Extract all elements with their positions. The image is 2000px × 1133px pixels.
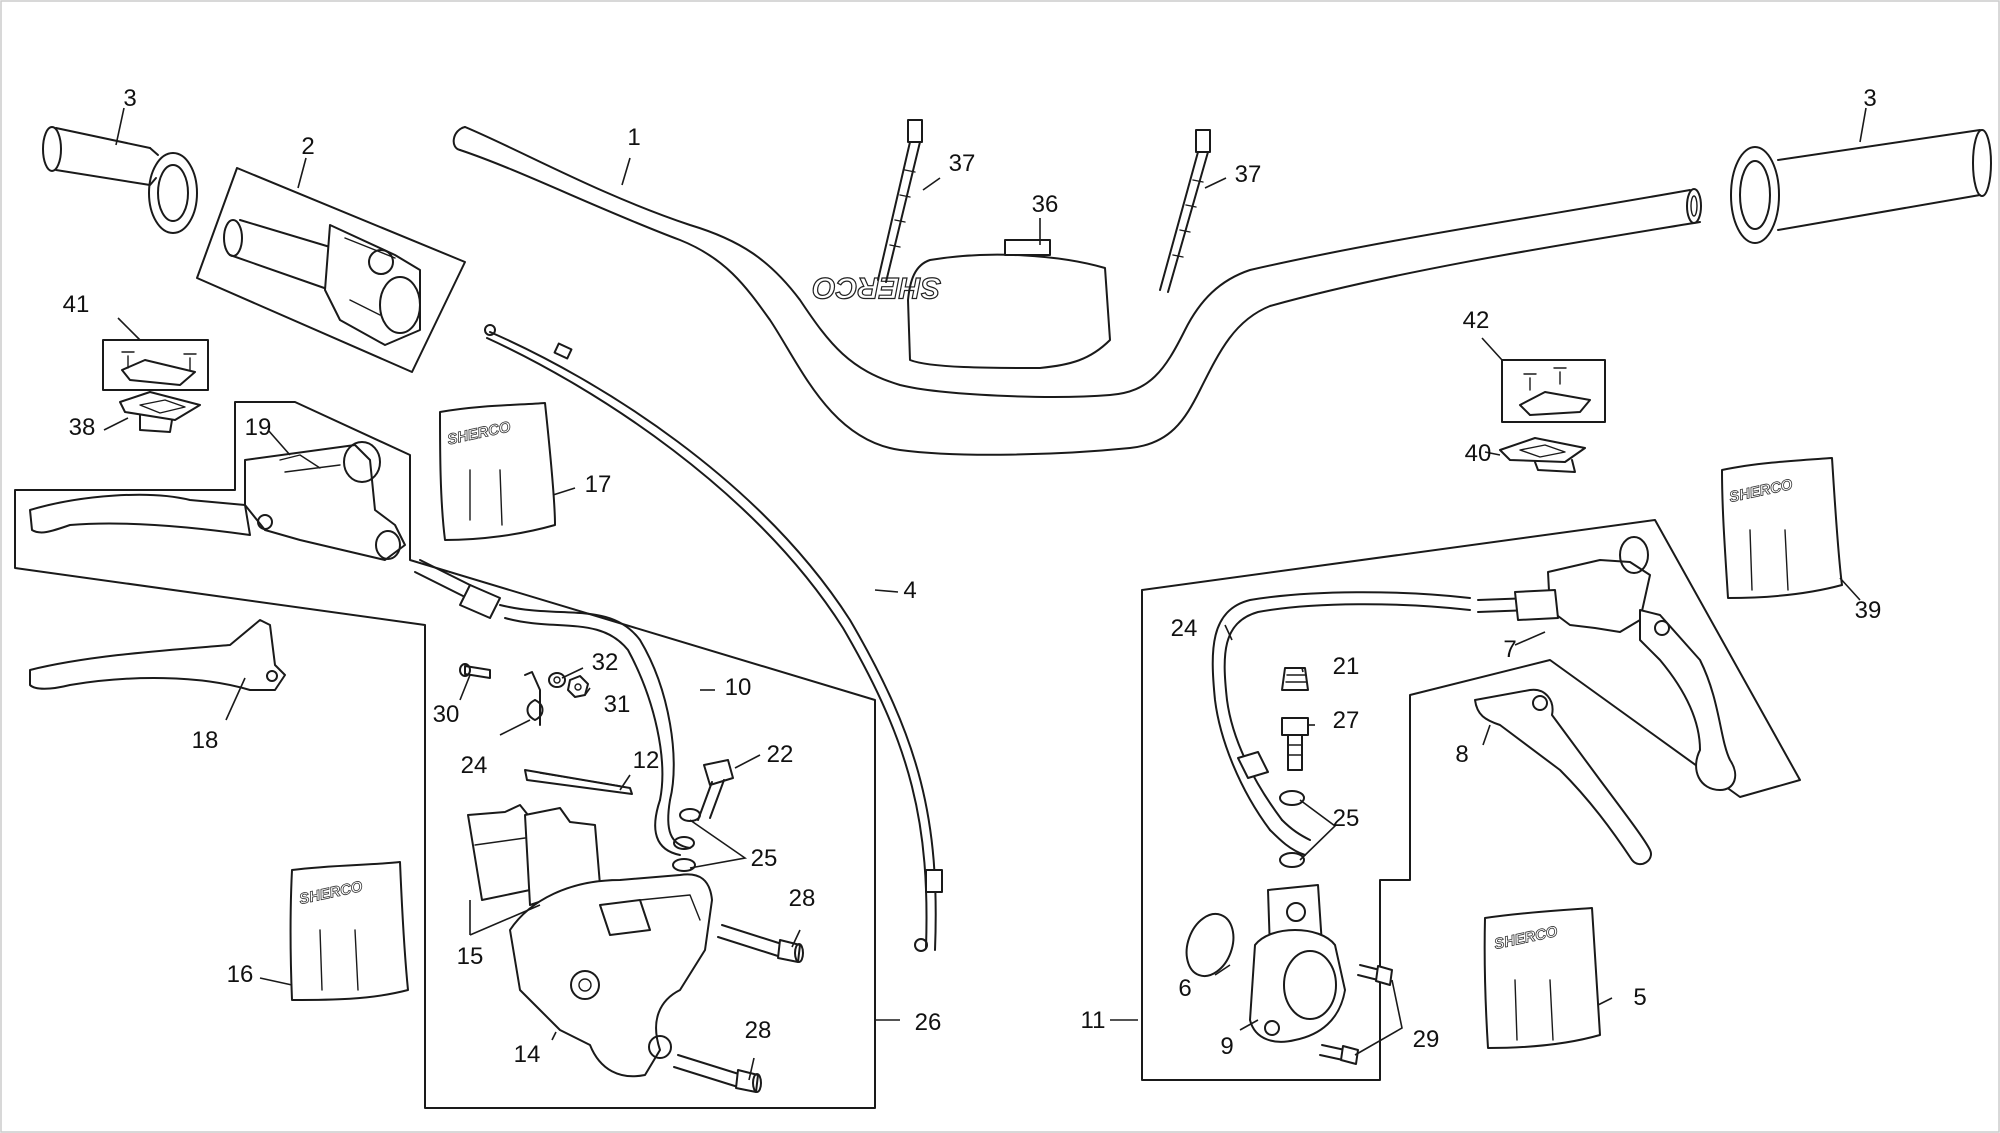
callout-1: 1 (627, 124, 640, 151)
o-ring-part-6 (1185, 913, 1235, 977)
left-master-cylinder-group-box (14, 401, 876, 1109)
brake-pads-part-15 (467, 804, 601, 906)
screw-part-29-upper (1357, 964, 1393, 986)
callout-37-right: 37 (1235, 161, 1262, 188)
callout-10: 10 (725, 674, 752, 701)
callout-42: 42 (1463, 307, 1490, 334)
piston-housing-part-9 (1249, 884, 1346, 1043)
callout-labels: 3 2 3 1 37 37 36 41 38 19 17 4 18 30 32 … (63, 85, 1882, 1068)
reservoir-cap-kit-part-41 (102, 339, 209, 391)
callout-30: 30 (433, 701, 460, 728)
callout-29: 29 (1413, 1026, 1440, 1053)
left-grip-part-3 (42, 126, 198, 234)
callout-38: 38 (69, 414, 96, 441)
bar-pad-part-36: SHERCO (812, 239, 1111, 369)
callout-18: 18 (192, 727, 219, 754)
callout-4: 4 (903, 577, 916, 604)
callout-22: 22 (767, 741, 794, 768)
lever-part-8 (1474, 688, 1652, 866)
callout-8: 8 (1455, 741, 1468, 768)
callout-19: 19 (245, 414, 272, 441)
sealing-washers-part-25-right (1279, 790, 1305, 868)
parts-bag-part-17: SHERCO (439, 402, 556, 541)
callout-37-left: 37 (949, 150, 976, 177)
callout-24: 24 (1171, 615, 1198, 642)
lever-part-18 (29, 619, 286, 691)
callout-26: 26 (915, 1009, 942, 1036)
callout-28-lower: 28 (745, 1017, 772, 1044)
callout-6: 6 (1178, 975, 1191, 1002)
callout-31: 31 (604, 691, 631, 718)
callout-32: 32 (592, 649, 619, 676)
brake-caliper-part-14 (509, 873, 713, 1078)
master-cylinder-part-19 (29, 441, 406, 561)
callout-25-right: 25 (1333, 805, 1360, 832)
spring-part-23 (524, 671, 544, 726)
pin-part-12 (524, 769, 633, 795)
callout-5: 5 (1633, 984, 1646, 1011)
throttle-cable-part-4 (484, 324, 943, 952)
callout-25-left: 25 (751, 845, 778, 872)
washer-part-32 (548, 672, 566, 688)
sealing-washers-part-25-left (672, 808, 701, 872)
callout-40: 40 (1465, 440, 1492, 467)
handlebar-part-1 (452, 126, 1702, 456)
callout-23: 24 (461, 752, 488, 779)
callout-11: 11 (1081, 1007, 1106, 1034)
right-master-cylinder-group-box (1141, 519, 1801, 1081)
callout-17: 17 (585, 471, 612, 498)
callout-27: 27 (1333, 707, 1360, 734)
callout-16: 16 (227, 961, 254, 988)
callout-21: 21 (1333, 653, 1360, 680)
leader-lines (103, 107, 1867, 1081)
callout-39: 39 (1855, 597, 1882, 624)
caliper-bolt-part-28-upper (717, 924, 804, 963)
banjo-bolt-part-22 (697, 759, 734, 821)
bar-pad-brand-text: SHERCO (813, 271, 941, 304)
parts-bag-part-39: SHERCO (1721, 457, 1843, 599)
throttle-assembly-part-2 (196, 167, 466, 373)
reservoir-cap-kit-part-42 (1501, 359, 1606, 423)
parts-bag-part-16: SHERCO (289, 861, 409, 1001)
reservoir-gasket-part-38 (119, 391, 201, 433)
callout-28-upper: 28 (789, 885, 816, 912)
master-cylinder-part-7 (1477, 536, 1737, 791)
callout-12: 12 (633, 747, 660, 774)
callout-3-right: 3 (1863, 85, 1876, 112)
zip-tie-left-part-37 (877, 119, 923, 283)
parts-bag-part-5: SHERCO (1483, 907, 1601, 1049)
callout-15: 15 (457, 943, 484, 970)
callout-36: 36 (1032, 191, 1059, 218)
callout-9: 9 (1220, 1033, 1233, 1060)
callout-2: 2 (301, 133, 314, 160)
callout-14: 14 (514, 1041, 541, 1068)
callout-3-left: 3 (123, 85, 136, 112)
caliper-bolt-part-28-lower (673, 1054, 762, 1093)
callout-41: 41 (63, 291, 90, 318)
bleeder-screw-part-27 (1281, 717, 1309, 771)
right-grip-part-3 (1730, 129, 1992, 244)
brake-hose-part-24 (1211, 591, 1471, 856)
screw-part-29-lower (1319, 1044, 1359, 1065)
screw-part-30 (459, 663, 491, 679)
bleeder-cap-part-21 (1281, 667, 1309, 691)
callout-7: 7 (1503, 636, 1516, 663)
reservoir-gasket-part-40 (1499, 437, 1586, 473)
zip-tie-right-part-37 (1159, 129, 1211, 293)
hose-fitting-part-10 (414, 559, 695, 856)
